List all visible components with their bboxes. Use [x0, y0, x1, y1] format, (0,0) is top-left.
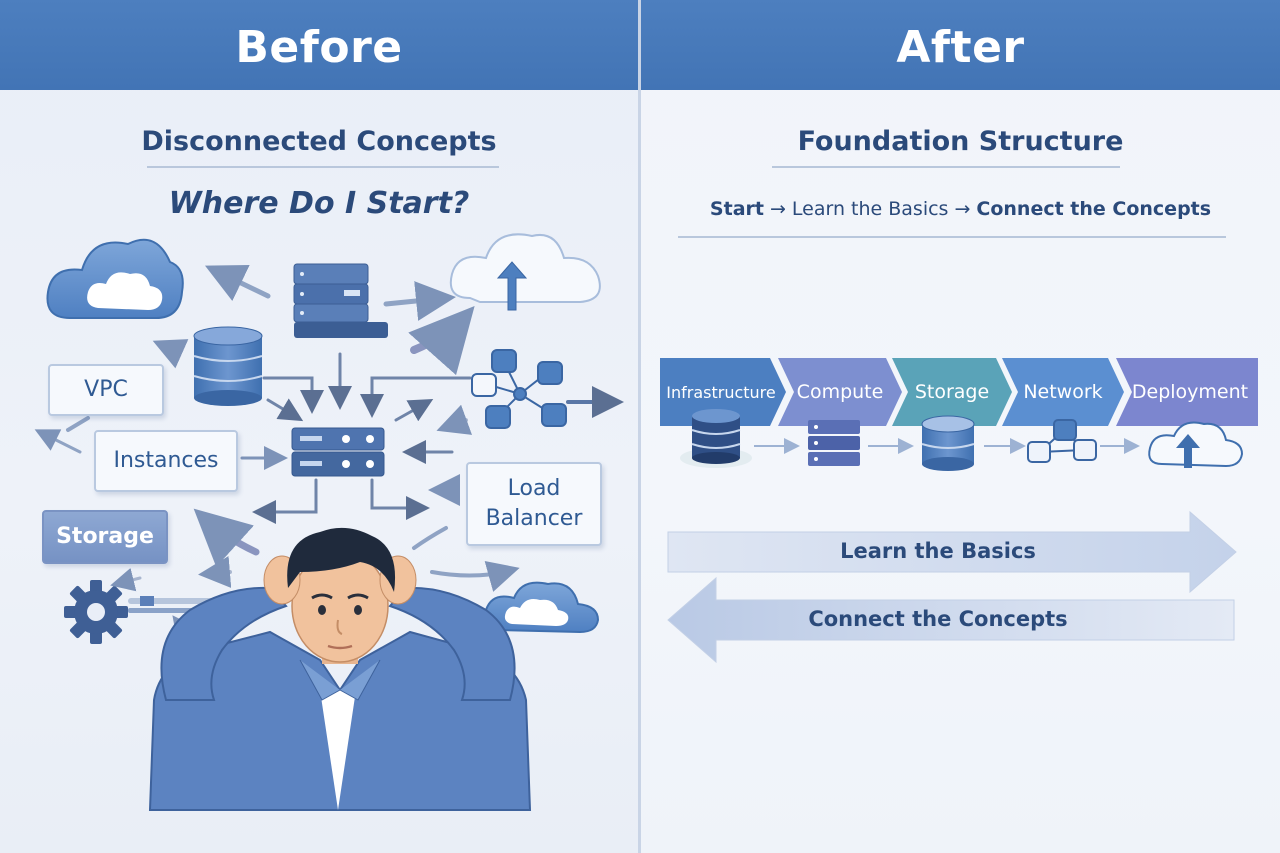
stage-chevrons	[660, 358, 1258, 426]
tag-load-balancer-line2: Balancer	[485, 506, 583, 531]
tag-vpc: VPC	[48, 364, 164, 416]
flow-step1: Learn the Basics	[791, 198, 949, 220]
tag-instances: Instances	[94, 430, 238, 492]
server-rack-icon	[293, 263, 388, 338]
flow-arrow-2: →	[954, 198, 971, 220]
after-flow-line: Start→Learn the Basics→Connect the Conce…	[641, 198, 1280, 220]
backward-arrow	[667, 576, 1235, 664]
stage-deployment	[1116, 358, 1258, 426]
after-title: Foundation Structure	[797, 126, 1124, 157]
after-header: After	[641, 0, 1280, 90]
tag-load-balancer: Load Balancer	[466, 462, 602, 546]
stage-label-network: Network	[1023, 381, 1103, 403]
forward-arrow	[667, 510, 1237, 594]
network-nodes-icon	[471, 349, 567, 429]
before-title-underline	[147, 166, 499, 168]
person-illustration	[148, 527, 532, 811]
panel-divider	[638, 0, 641, 853]
flow-underline	[678, 236, 1226, 238]
cloud-icon	[46, 238, 184, 319]
server-rack-icon	[808, 420, 860, 466]
flow-start: Start	[709, 198, 764, 220]
tag-storage: Storage	[42, 510, 168, 564]
stage-label-compute: Compute	[796, 381, 884, 403]
stage-label-infrastructure: Infrastructure	[666, 382, 776, 402]
before-panel: Before Disconnected Concepts Where Do I …	[0, 0, 638, 853]
flow-arrow-1: →	[769, 198, 786, 220]
forward-arrow-label: Learn the Basics	[840, 539, 1036, 563]
stage-network	[1002, 358, 1124, 426]
database-icon	[921, 415, 975, 471]
stage-storage	[892, 358, 1012, 426]
stage-compute	[778, 358, 902, 426]
central-server-icon	[291, 427, 385, 477]
stage-label-deployment: Deployment	[1131, 381, 1249, 403]
before-title: Disconnected Concepts	[141, 126, 497, 157]
before-header: Before	[0, 0, 638, 90]
cloud-upload-icon	[1148, 421, 1244, 468]
gear-icon	[64, 580, 128, 644]
tag-load-balancer-line1: Load	[507, 476, 561, 501]
stage-label-storage: Storage	[914, 381, 990, 403]
after-title-underline	[772, 166, 1120, 168]
cloud-upload-icon	[449, 233, 601, 311]
database-icon	[193, 326, 263, 406]
before-illustration	[34, 233, 624, 811]
before-question: Where Do I Start?	[168, 186, 470, 221]
network-nodes-icon	[1027, 419, 1097, 463]
database-icon	[680, 409, 752, 468]
settings-lines	[128, 596, 224, 613]
stage-infrastructure	[660, 358, 786, 426]
flow-step2: Connect the Concepts	[976, 198, 1212, 220]
backward-arrow-label: Connect the Concepts	[808, 607, 1068, 631]
